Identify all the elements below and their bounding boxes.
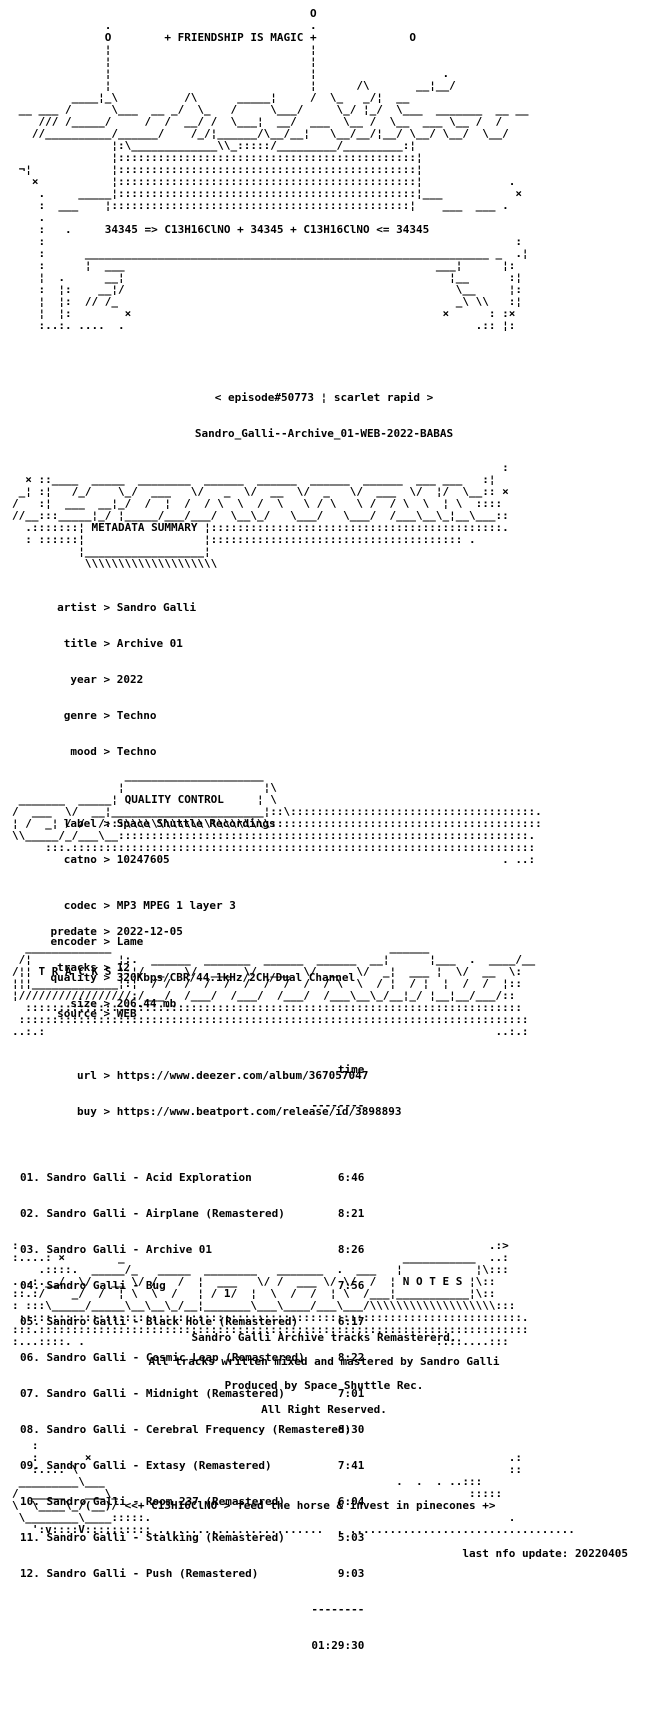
note-line: Produced by Space Shuttle Rec.	[224, 1379, 424, 1392]
track-row: 09. Sandro Galli - Extasy (Remastered)7:…	[20, 1459, 365, 1472]
url-link[interactable]: https://www.deezer.com/album/367057047	[116, 1069, 369, 1082]
meta-url[interactable]: url>https://www.deezer.com/album/3670570…	[76, 1069, 369, 1082]
metadata-summary: artist>Sandro Galli title>Archive 01 yea…	[24, 578, 401, 1130]
meta-size: size>206.44 mb	[70, 997, 177, 1010]
section-metadata: METADATA SUMMARY	[91, 521, 198, 534]
section-notes: N O T E S	[402, 1275, 463, 1288]
track-row: 02. Sandro Galli - Airplane (Remastered)…	[20, 1207, 365, 1220]
formula: 34345 => C13H16ClNO + 34345 + C13H16ClNO…	[104, 223, 430, 236]
section-quality: QUALITY CONTROL	[124, 793, 224, 806]
tracks-banner-art: _____________ ______ /¦ ¦:. ______ _____…	[12, 941, 536, 1038]
track-row: 07. Sandro Galli - Midnight (Remastered)…	[20, 1387, 365, 1400]
total-time: 01:29:30	[311, 1639, 365, 1652]
meta-predate: predate>2022-12-05	[50, 925, 183, 938]
qc-codec: codec>MP3 MPEG 1 layer 3	[63, 899, 236, 912]
footer-art: : : × .: :.... \ :: _________\___	[12, 1439, 575, 1536]
meta-year: year>2022	[70, 673, 144, 686]
episode-line: < episode#50773 ¦ scarlet rapid >	[214, 391, 434, 404]
quality-banner-art: _____________________ ¦ ¦\ _______ _____…	[12, 769, 542, 866]
meta-buy[interactable]: buy>https://www.beatport.com/release/id/…	[76, 1105, 402, 1118]
notes-banner-art: : .:> :....: × _ ___________ ..: .::::. …	[12, 1239, 529, 1348]
quality-control: codec>MP3 MPEG 1 layer 3 encoder>Lame qu…	[24, 876, 355, 1032]
total-rule: --------	[311, 1603, 365, 1616]
meta-mood: mood>Techno	[70, 745, 157, 758]
qc-quality: quality>320Kbps/CBR/44.1kHz/2CH/Dual Cha…	[50, 971, 356, 984]
tracklist: time -------- 01. Sandro Galli - Acid Ex…	[20, 1040, 364, 1664]
buy-link[interactable]: https://www.beatport.com/release/id/3898…	[116, 1105, 402, 1118]
release-name: Sandro_Galli--Archive_01-WEB-2022-BABAS	[194, 427, 454, 440]
qc-encoder: encoder>Lame	[50, 935, 144, 948]
last-update: last nfo update: 20220405	[462, 1547, 628, 1560]
qc-source: source>WEB	[57, 1007, 137, 1020]
meta-label: label>Space Shuttle Recordings	[63, 817, 276, 830]
meta-title: title>Archive 01	[63, 637, 183, 650]
track-row: 05. Sandro Galli - Black Hole (Remastere…	[20, 1315, 365, 1328]
track-row: 12. Sandro Galli - Push (Remastered)9:03	[20, 1567, 365, 1580]
time-header: time	[337, 1063, 365, 1076]
note-line: All Right Reserved.	[261, 1403, 387, 1416]
top-ascii-art: O . . O + FRIENDSHIP IS MAGIC + O ¦ ¦ ¦	[18, 7, 529, 332]
note-line: All tracks written mixed and mastered by…	[148, 1355, 500, 1368]
meta-tracks: tracks>12	[57, 961, 130, 974]
tagline: + FRIENDSHIP IS MAGIC +	[164, 31, 317, 44]
track-row: 10. Sandro Galli - Room 237 (Remastered)…	[20, 1495, 365, 1508]
meta-genre: genre>Techno	[63, 709, 157, 722]
meta-artist: artist>Sandro Galli	[57, 601, 197, 614]
track-row: 06. Sandro Galli - Cosmic Leap (Remaster…	[20, 1351, 365, 1364]
track-row: 11. Sandro Galli - Stalking (Remastered)…	[20, 1531, 365, 1544]
metadata-banner-art: : × ::____ _____ ________ ______ ______ …	[12, 461, 509, 570]
time-rule: --------	[311, 1099, 365, 1112]
track-row: 08. Sandro Galli - Cerebral Frequency (R…	[20, 1423, 365, 1436]
meta-catno: catno>10247605	[63, 853, 170, 866]
footer-slogan: <<+ C13H16ClNO > feed the horse & invest…	[124, 1499, 496, 1512]
section-tracks: T R A C K S	[38, 965, 112, 978]
note-line: Sandro Galli Archive tracks Remastererd.	[191, 1331, 457, 1344]
